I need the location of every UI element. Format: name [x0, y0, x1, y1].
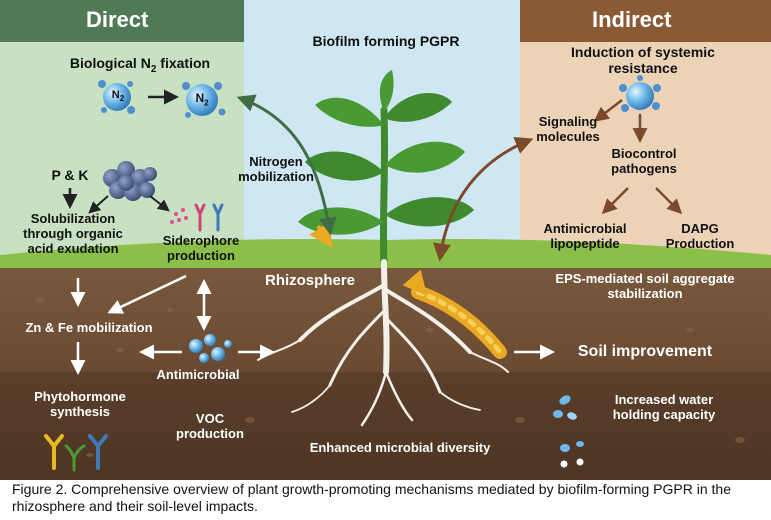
- biocontrol-label: Biocontrol pathogens: [611, 146, 677, 176]
- biocontrol-to-dapg-arrow: [655, 187, 683, 215]
- pk-label: P & K: [51, 167, 89, 183]
- signaling-to-rhizosphere-arrow: [433, 136, 534, 262]
- indirect-header: Indirect: [592, 7, 672, 32]
- indirect-header-bar: [520, 0, 771, 42]
- leaf-top-bud: [379, 70, 394, 112]
- lipopeptide-label: Antimicrobial lipopeptide: [543, 221, 627, 251]
- n2-badge-right-text: N: [195, 91, 205, 105]
- nitrogen-mobilization-arrow: [236, 94, 337, 236]
- n2-badge-left: N2: [105, 89, 131, 103]
- figure-caption: Figure 2. Comprehensive overview of plan…: [12, 481, 731, 514]
- root-system: [257, 259, 509, 427]
- phytohormone-label: Phytohormone synthesis: [34, 389, 126, 419]
- leaf-right-top: [384, 92, 452, 122]
- siderophore-to-znfe-arrow: [107, 274, 187, 314]
- n2-molecule-right: [182, 82, 226, 118]
- siderophore-label: Siderophore production: [162, 233, 240, 263]
- plant-stem: [379, 106, 389, 266]
- isr-label: Induction of systemic resistance: [571, 44, 715, 77]
- antimicrobial-label: Antimicrobial: [156, 367, 240, 382]
- deep-soil-band: [0, 372, 771, 480]
- soil-improvement-label: Soil improvement: [577, 343, 713, 360]
- direct-header: Direct: [86, 7, 149, 32]
- phytohormone-icon: [44, 434, 108, 472]
- n2-fixation-label: Biological N2 fixation: [50, 55, 230, 75]
- water-droplets-icon: [553, 395, 584, 468]
- solubilization-label: Solubilization through organic acid exud…: [23, 211, 123, 256]
- eps-label: EPS-mediated soil aggregate stabilizatio…: [555, 271, 735, 301]
- isr-to-signaling-arrow: [593, 99, 623, 122]
- n2-badge-left-sub: 2: [119, 94, 125, 104]
- biocontrol-to-lipopeptide-arrow: [601, 187, 629, 215]
- cluster-to-solubilization-arrow: [88, 195, 109, 214]
- bacteria-arrow: [402, 269, 428, 296]
- dapg-label: DAPG Production: [665, 221, 735, 251]
- n2-badge-left-text: N: [111, 89, 120, 101]
- biofilm-title: Biofilm forming PGPR: [312, 33, 460, 49]
- nitrogen-mobilization-label: Nitrogen mobilization: [238, 154, 314, 184]
- n2-badge-right: N2: [188, 91, 216, 108]
- voc-label: VOC production: [176, 411, 244, 441]
- n2-badge-right-sub: 2: [204, 98, 209, 108]
- cluster-to-siderophore-arrow: [149, 195, 170, 212]
- signaling-label: Signaling molecules: [536, 114, 600, 144]
- soil-pebbles: [35, 297, 745, 457]
- soil-flow-arrows: [70, 274, 555, 375]
- direct-header-bar: [0, 0, 244, 42]
- direct-panel: [0, 40, 244, 255]
- zn-fe-label: Zn & Fe mobilization: [25, 320, 153, 335]
- rhizosphere-label: Rhizosphere: [264, 272, 355, 289]
- n2-fixation-subscript: 2: [150, 63, 157, 75]
- microbial-diversity-label: Enhanced microbial diversity: [309, 440, 491, 455]
- n2-fixation-prefix: Biological N: [69, 55, 151, 71]
- pk-mineral-cluster-icon: [103, 161, 157, 201]
- n2-fixation-suffix: fixation: [156, 55, 211, 71]
- siderophore-icon: [170, 203, 224, 232]
- isr-molecule-icon: [619, 75, 661, 112]
- water-capacity-label: Increased water holding capacity: [612, 392, 716, 422]
- indirect-panel: [520, 40, 771, 255]
- n2-molecule-left: [98, 80, 135, 114]
- antimicrobial-bubbles-icon: [189, 334, 232, 363]
- diagram-canvas: [0, 0, 771, 480]
